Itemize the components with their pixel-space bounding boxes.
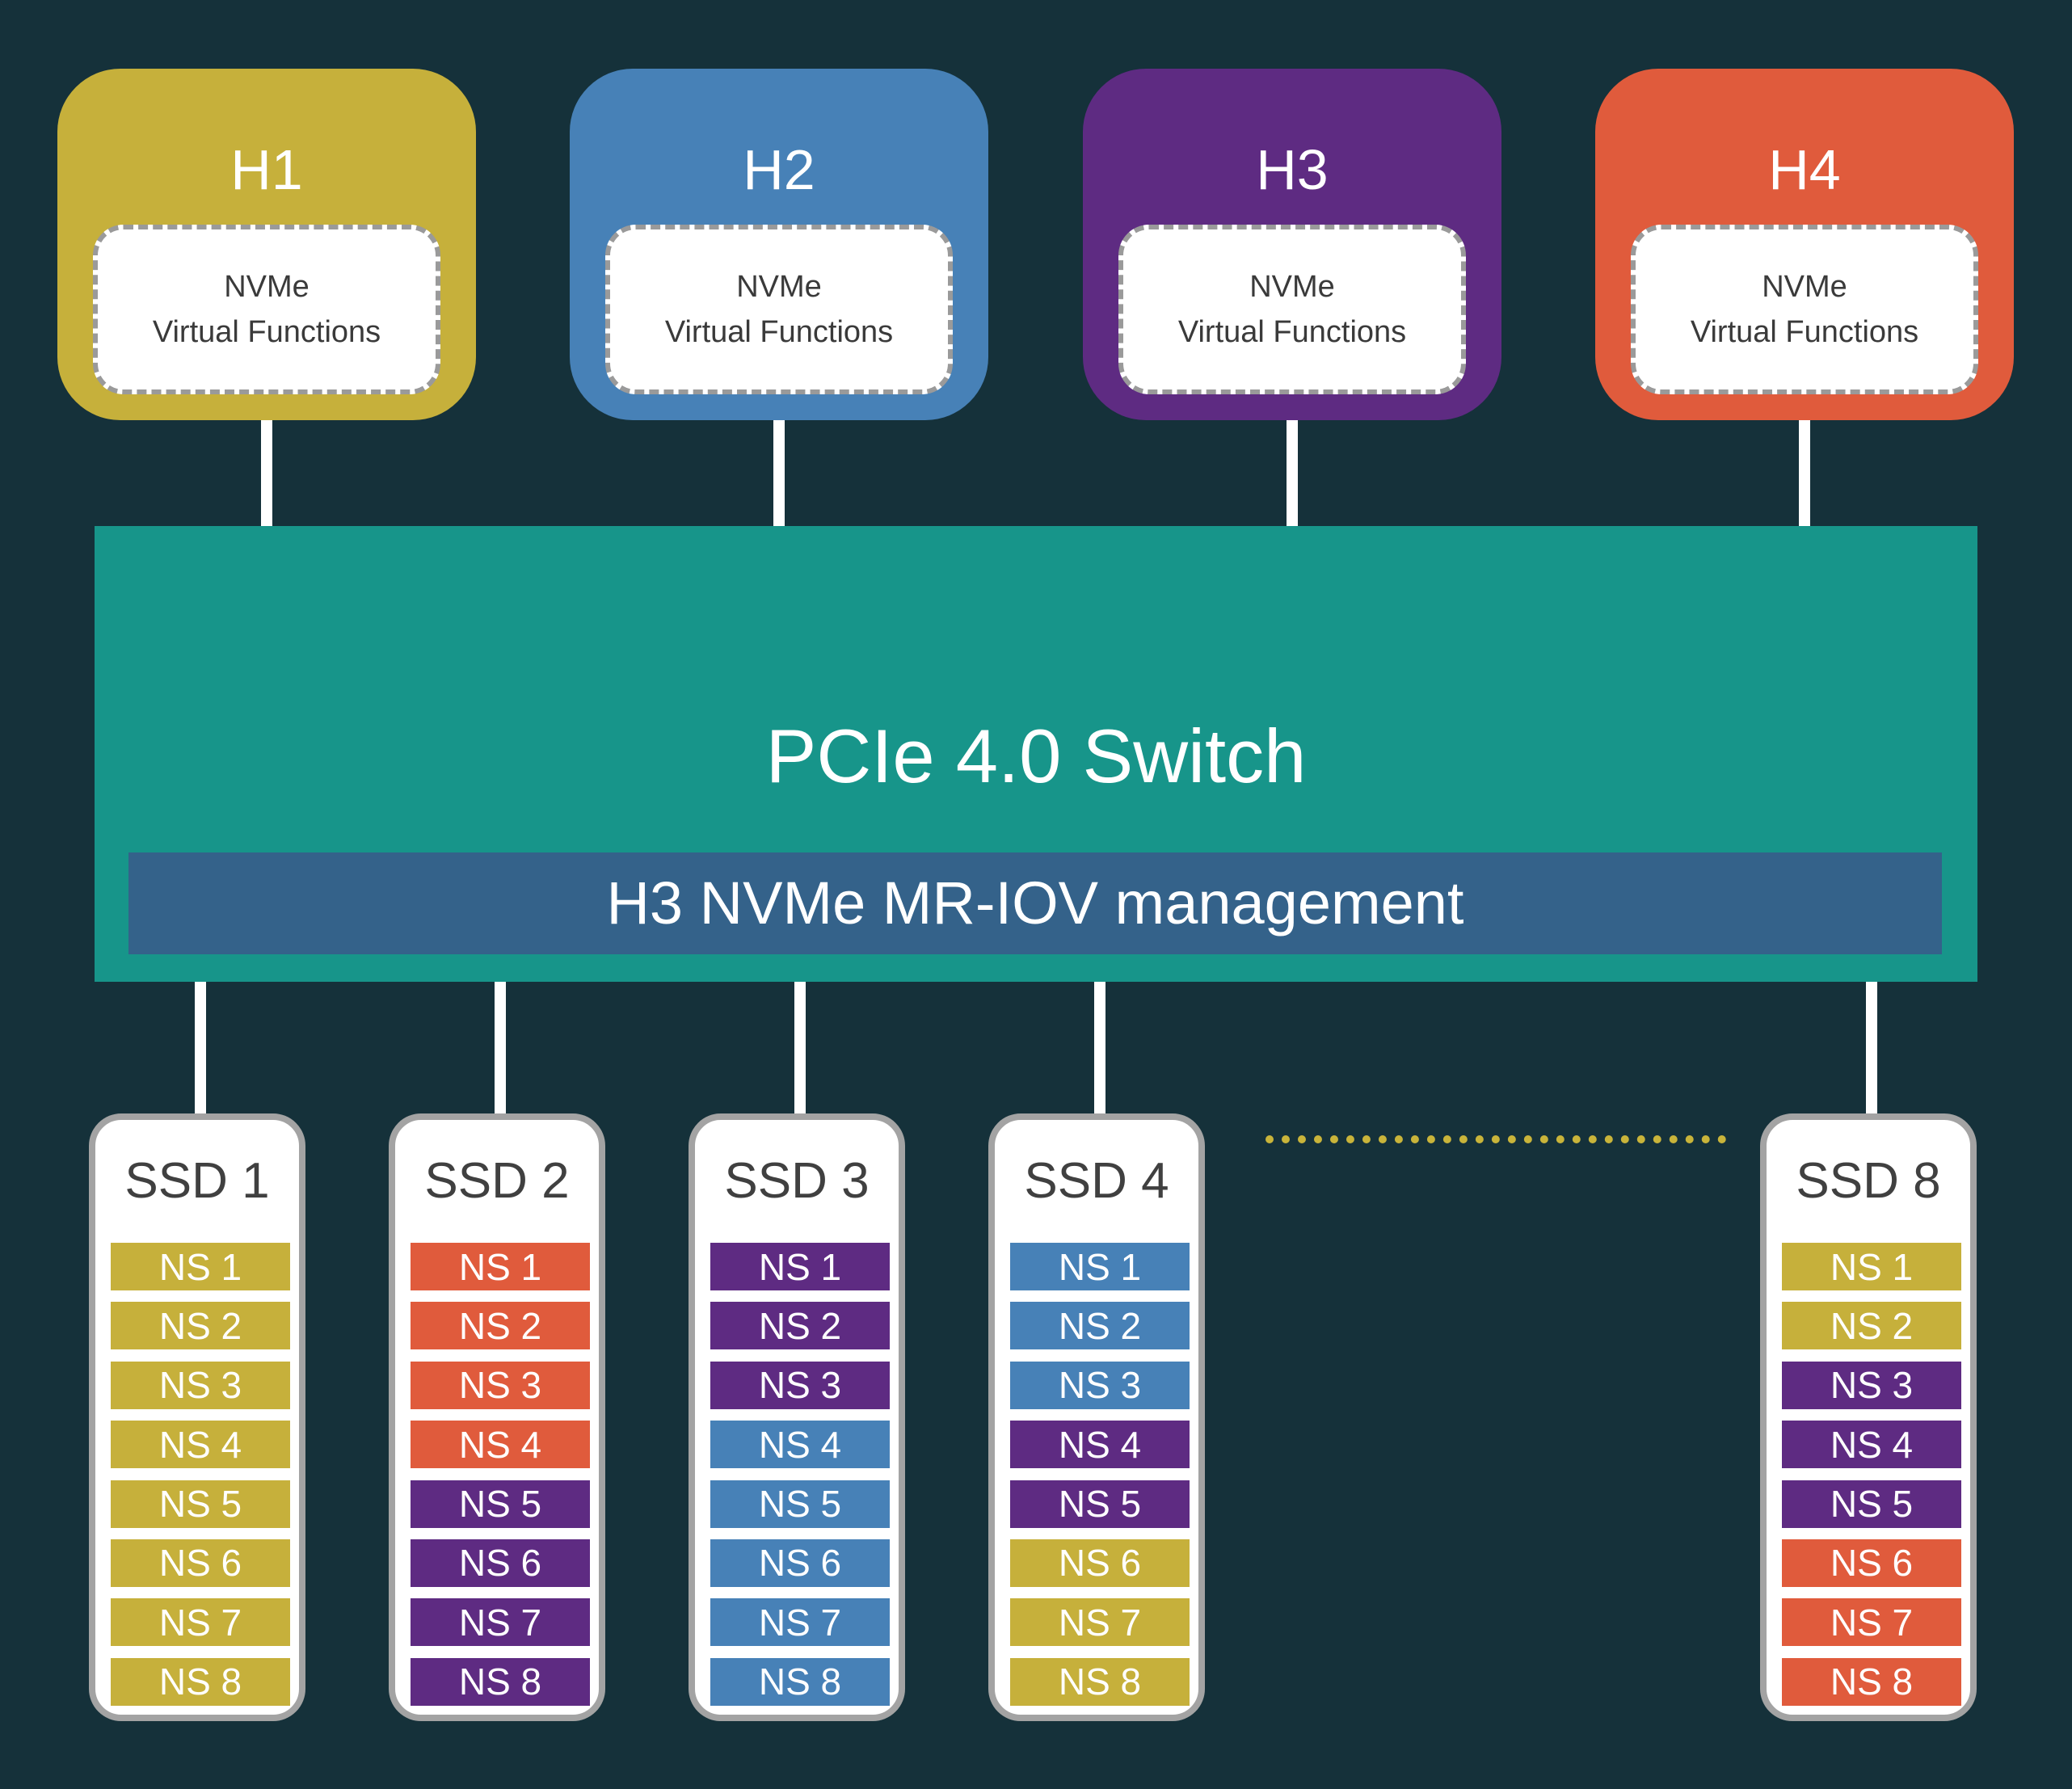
- namespace-block: NS 5: [411, 1480, 590, 1528]
- host-title: H1: [230, 138, 303, 201]
- namespace-block: NS 3: [111, 1361, 290, 1409]
- nvme-virtual-functions-box: NVMe Virtual Functions: [1631, 225, 1978, 394]
- namespace-block: NS 6: [1782, 1539, 1961, 1587]
- namespace-list: NS 1 NS 2 NS 3 NS 4 NS 5 NS 6 NS 7 NS 8: [111, 1243, 290, 1717]
- namespace-block: NS 8: [710, 1657, 890, 1706]
- vf-label-line2: Virtual Functions: [1690, 315, 1919, 349]
- namespace-block: NS 1: [411, 1243, 590, 1290]
- namespace-block: NS 1: [1010, 1243, 1190, 1290]
- host-h4-box: H4 NVMe Virtual Functions: [1595, 69, 2014, 420]
- vf-label-line1: NVMe: [736, 270, 822, 304]
- namespace-block: NS 2: [411, 1302, 590, 1350]
- namespace-block: NS 8: [1782, 1657, 1961, 1706]
- ssd-title: SSD 4: [1024, 1153, 1169, 1209]
- namespace-list: NS 1 NS 2 NS 3 NS 4 NS 5 NS 6 NS 7 NS 8: [411, 1243, 590, 1717]
- ssd-title: SSD 2: [424, 1153, 570, 1209]
- namespace-block: NS 4: [411, 1421, 590, 1469]
- namespace-block: NS 3: [1010, 1361, 1190, 1409]
- namespace-block: NS 4: [1010, 1421, 1190, 1469]
- host-h1-box: H1 NVMe Virtual Functions: [57, 69, 476, 420]
- host-h2-box: H2 NVMe Virtual Functions: [570, 69, 988, 420]
- namespace-block: NS 1: [1782, 1243, 1961, 1290]
- ssd-4: SSD 4 NS 1 NS 2 NS 3 NS 4 NS 5 NS 6 NS 7 NS 8: [988, 1113, 1205, 1721]
- namespace-block: NS 3: [1782, 1361, 1961, 1409]
- namespace-block: NS 7: [1010, 1598, 1190, 1647]
- namespace-block: NS 1: [710, 1243, 890, 1290]
- namespace-block: NS 4: [1782, 1421, 1961, 1469]
- host-h3-box: H3 NVMe Virtual Functions: [1083, 69, 1501, 420]
- namespace-block: NS 6: [411, 1539, 590, 1587]
- host-connector-line: [261, 420, 272, 526]
- namespace-block: NS 1: [111, 1243, 290, 1290]
- namespace-block: NS 7: [411, 1598, 590, 1647]
- namespace-block: NS 4: [710, 1421, 890, 1469]
- ssd-title: SSD 1: [124, 1153, 270, 1209]
- namespace-list: NS 1 NS 2 NS 3 NS 4 NS 5 NS 6 NS 7 NS 8: [1782, 1243, 1961, 1717]
- host-connector-line: [773, 420, 785, 526]
- ssd-title: SSD 3: [724, 1153, 870, 1209]
- ellipsis-dotted-line: [1266, 1135, 1726, 1143]
- namespace-list: NS 1 NS 2 NS 3 NS 4 NS 5 NS 6 NS 7 NS 8: [710, 1243, 890, 1717]
- namespace-block: NS 5: [1782, 1480, 1961, 1528]
- host-connector-line: [1799, 420, 1810, 526]
- switch-title: PCIe 4.0 Switch: [765, 713, 1307, 798]
- namespace-block: NS 2: [1782, 1302, 1961, 1350]
- nvme-virtual-functions-box: NVMe Virtual Functions: [93, 225, 440, 394]
- namespace-block: NS 3: [710, 1361, 890, 1409]
- vf-label-line1: NVMe: [1762, 270, 1847, 304]
- namespace-block: NS 8: [111, 1657, 290, 1706]
- ssd-connector-line: [794, 982, 806, 1113]
- ssd-connector-line: [1866, 982, 1877, 1113]
- ssd-connector-line: [495, 982, 506, 1113]
- ssd-8: SSD 8 NS 1 NS 2 NS 3 NS 4 NS 5 NS 6 NS 7 NS 8: [1760, 1113, 1977, 1721]
- ssd-connector-line: [195, 982, 206, 1113]
- host-title: H3: [1256, 138, 1329, 201]
- namespace-block: NS 7: [710, 1598, 890, 1647]
- namespace-block: NS 5: [111, 1480, 290, 1528]
- namespace-block: NS 6: [111, 1539, 290, 1587]
- ssd-2: SSD 2 NS 1 NS 2 NS 3 NS 4 NS 5 NS 6 NS 7 NS 8: [389, 1113, 605, 1721]
- namespace-block: NS 8: [411, 1657, 590, 1706]
- vf-label-line2: Virtual Functions: [664, 315, 894, 349]
- namespace-block: NS 2: [710, 1302, 890, 1350]
- host-connector-line: [1287, 420, 1298, 526]
- namespace-block: NS 3: [411, 1361, 590, 1409]
- namespace-block: NS 5: [1010, 1480, 1190, 1528]
- namespace-block: NS 2: [1010, 1302, 1190, 1350]
- host-title: H2: [743, 138, 815, 201]
- vf-label-line1: NVMe: [1249, 270, 1335, 304]
- namespace-block: NS 6: [1010, 1539, 1190, 1587]
- namespace-list: NS 1 NS 2 NS 3 NS 4 NS 5 NS 6 NS 7 NS 8: [1010, 1243, 1190, 1717]
- namespace-block: NS 5: [710, 1480, 890, 1528]
- vf-label-line2: Virtual Functions: [152, 315, 381, 349]
- ssd-3: SSD 3 NS 1 NS 2 NS 3 NS 4 NS 5 NS 6 NS 7 NS 8: [689, 1113, 905, 1721]
- namespace-block: NS 2: [111, 1302, 290, 1350]
- pcie-switch: PCIe 4.0 Switch H3 NVMe MR-IOV managemen…: [95, 526, 1977, 982]
- nvme-virtual-functions-box: NVMe Virtual Functions: [1118, 225, 1466, 394]
- vf-label-line2: Virtual Functions: [1177, 315, 1407, 349]
- ssd-title: SSD 8: [1796, 1153, 1941, 1209]
- namespace-block: NS 4: [111, 1421, 290, 1469]
- namespace-block: NS 7: [111, 1598, 290, 1647]
- namespace-block: NS 8: [1010, 1657, 1190, 1706]
- vf-label-line1: NVMe: [224, 270, 310, 304]
- ssd-connector-line: [1094, 982, 1105, 1113]
- ssd-1: SSD 1 NS 1 NS 2 NS 3 NS 4 NS 5 NS 6 NS 7 NS 8: [89, 1113, 305, 1721]
- namespace-block: NS 6: [710, 1539, 890, 1587]
- management-bar: H3 NVMe MR-IOV management: [128, 852, 1942, 954]
- host-title: H4: [1768, 138, 1841, 201]
- namespace-block: NS 7: [1782, 1598, 1961, 1647]
- nvme-virtual-functions-box: NVMe Virtual Functions: [605, 225, 953, 394]
